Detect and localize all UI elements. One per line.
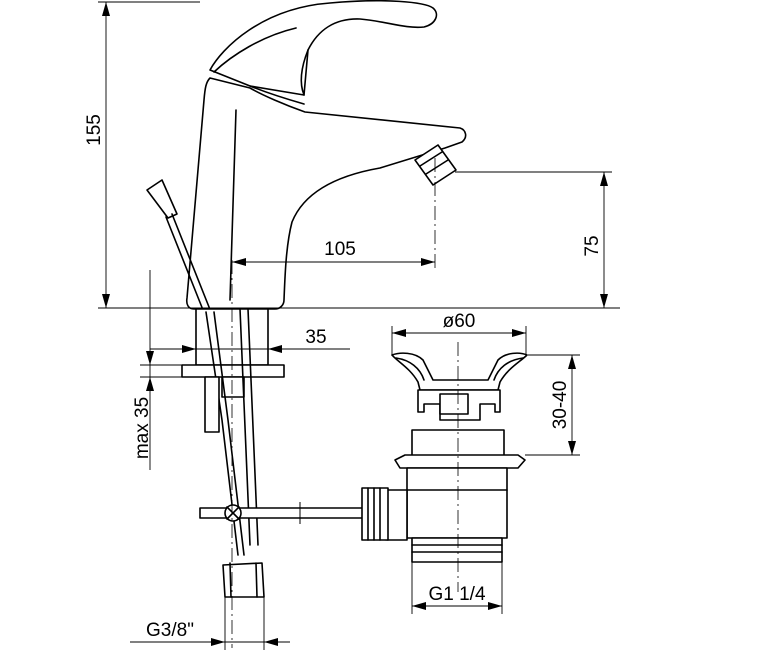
dimension-g114 (411, 562, 503, 614)
dimension-155-label: 155 (84, 114, 105, 146)
dimension-155 (98, 1, 620, 309)
dimension-d60-label: ø60 (443, 311, 476, 332)
dimension-75-label: 75 (582, 235, 603, 256)
center-lines (231, 158, 459, 648)
dimension-max35 (140, 270, 182, 470)
dimension-d60 (391, 326, 527, 356)
dimension-105-label: 105 (324, 239, 356, 260)
dimension-g38-label: G3/8" (146, 620, 194, 641)
faucet-body (185, 0, 467, 310)
dimension-max35-label: max 35 (132, 397, 153, 459)
waste-assembly (361, 352, 528, 563)
dimension-35 (150, 340, 350, 356)
dimension-g114-label: G1 1/4 (428, 584, 485, 605)
dimension-30-40 (525, 354, 580, 456)
dimension-35-label: 35 (305, 327, 326, 348)
dimension-g38 (130, 597, 290, 650)
popup-rod (146, 179, 212, 316)
faucet-shank (181, 308, 367, 598)
dimension-105 (232, 258, 435, 266)
dimension-30-40-label: 30-40 (550, 381, 571, 430)
dimension-75 (455, 171, 612, 308)
